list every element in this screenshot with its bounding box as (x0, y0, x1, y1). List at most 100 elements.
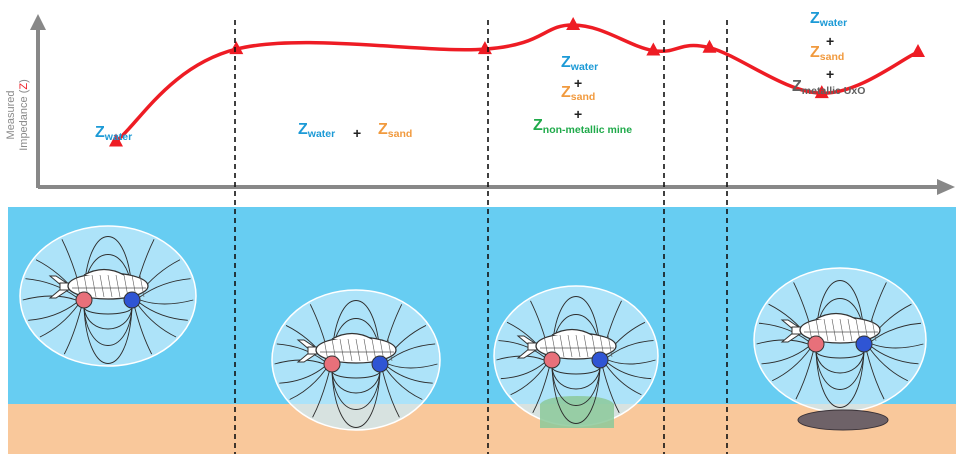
field-line (134, 307, 153, 355)
field-line (551, 367, 601, 424)
field-line (25, 278, 77, 298)
sensor-pod (753, 267, 927, 431)
field-line (532, 367, 550, 414)
field-line (289, 368, 327, 400)
z-water-term: Zwater (810, 10, 847, 29)
field-line (387, 366, 433, 384)
field-line (83, 236, 133, 293)
section-1-terms: Zwater (95, 124, 132, 143)
field-line (139, 278, 191, 298)
z-sand-term: Zsand (378, 121, 412, 140)
curve-marker (646, 42, 661, 56)
plus-sign: + (574, 106, 582, 122)
z-uxo-term: Zmetallic UxO (792, 78, 865, 97)
curve-markers (109, 17, 925, 147)
curve-marker (702, 39, 717, 53)
y-axis-label: Measured Impedance (Z) (5, 79, 30, 151)
field-line (63, 307, 82, 355)
electrode-positive-icon (855, 335, 873, 353)
field-lines (274, 300, 438, 428)
curve-marker (109, 133, 123, 147)
z-sand-term: Zsand (561, 84, 595, 103)
curve-marker (566, 17, 581, 30)
field-line (83, 307, 133, 364)
field-line (331, 300, 381, 357)
field-line (387, 363, 438, 369)
field-line (815, 351, 865, 374)
z-water-term: Zwater (561, 54, 598, 73)
field-line (83, 307, 133, 315)
field-line (871, 322, 922, 342)
field-line (795, 351, 814, 400)
x-axis-arrow-icon (937, 179, 955, 195)
section-2-terms: Zwater + Zsand (298, 121, 412, 141)
field-line (83, 307, 133, 346)
section-dividers (234, 20, 728, 454)
z-mine-term: Znon-metallic mine (533, 117, 632, 136)
field-line (139, 302, 188, 321)
field-line (498, 340, 545, 358)
field-line (869, 348, 908, 382)
field-line (815, 351, 865, 359)
plus-sign: + (353, 125, 361, 141)
electrode-negative-icon (323, 355, 341, 373)
field-line (83, 307, 133, 330)
electrode-positive-icon (123, 291, 141, 309)
field-line (331, 371, 381, 410)
section-4-terms: Zwater + Zsand + Zmetallic UxO (792, 10, 865, 97)
field-line (500, 362, 545, 380)
curve-marker (814, 85, 829, 99)
field-line (28, 302, 77, 321)
sensor-pod (271, 289, 441, 431)
electrode-negative-icon (807, 335, 825, 353)
field-line (772, 348, 811, 382)
field-line (607, 362, 652, 380)
field-line (761, 346, 809, 365)
field-line (137, 304, 177, 338)
field-line (139, 299, 194, 305)
field-line (607, 340, 654, 358)
plus-sign: + (826, 66, 834, 82)
field-line (331, 371, 381, 394)
field-line (331, 371, 381, 379)
field-line (276, 343, 325, 362)
section-3-terms: Zwater + Zsand + Znon-metallic mine (533, 54, 632, 136)
z-water-term: Zwater (95, 124, 132, 143)
sensor-pod (19, 225, 197, 367)
y-axis-arrow-icon (30, 14, 46, 30)
sensor-pod (493, 285, 659, 428)
electrode-negative-icon (75, 291, 93, 309)
curve-marker (911, 43, 925, 57)
field-line (39, 304, 79, 338)
field-line (279, 366, 325, 384)
field-line (331, 371, 381, 428)
field-line (815, 280, 865, 337)
field-line (871, 343, 924, 349)
field-line (758, 322, 809, 342)
field-line (385, 368, 423, 400)
field-line (605, 364, 642, 396)
z-sand-term: Zsand (810, 44, 844, 63)
chart-axes (30, 14, 955, 195)
field-line (312, 371, 330, 418)
field-line (815, 351, 865, 408)
y-axis-label-line1: Measured (5, 91, 17, 140)
field-line (551, 296, 601, 353)
field-line (510, 364, 547, 396)
field-line (382, 371, 400, 418)
electrode-positive-icon (371, 355, 389, 373)
electrode-negative-icon (543, 351, 561, 369)
plus-sign: + (574, 75, 582, 91)
field-line (607, 359, 656, 365)
curve-marker (229, 41, 244, 55)
metallic-uxo (797, 409, 889, 431)
field-line (602, 367, 620, 414)
field-line (551, 367, 601, 375)
field-line (551, 367, 601, 406)
sand-layer (8, 404, 956, 454)
field-line (866, 351, 885, 400)
plus-sign: + (826, 33, 834, 49)
electrode-positive-icon (591, 351, 609, 369)
field-line (871, 346, 919, 365)
